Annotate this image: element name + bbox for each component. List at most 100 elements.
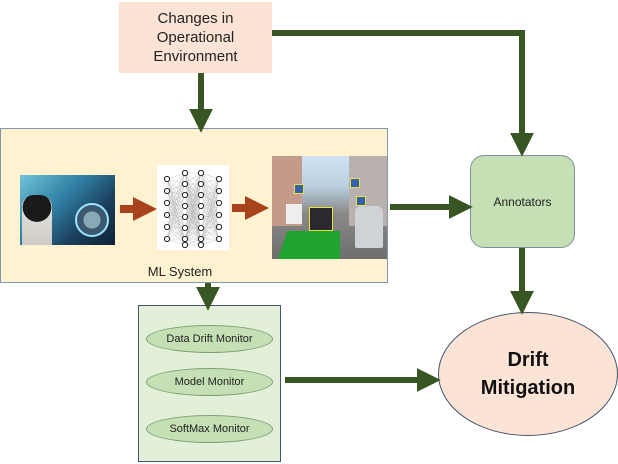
traffic-sign [356,196,366,206]
nn-neuron [197,241,205,249]
nn-neuron [181,202,189,210]
nn-connection [184,172,202,207]
nn-connection [166,194,186,204]
nn-connection [166,172,186,204]
nn-connection [200,214,220,240]
nn-connection [166,183,186,192]
nn-connection [166,214,186,229]
nn-connection [166,178,186,240]
nn-connection [200,172,220,204]
nn-neuron [181,224,189,232]
nn-connection [200,178,220,218]
neural-network-graphic [163,169,223,249]
annotators-label: Annotators [493,194,552,209]
nn-connection [166,216,186,240]
steering-wheel-hud [75,203,109,237]
nn-connection [200,202,220,246]
nn-connection [200,194,220,240]
nn-neuron [215,187,223,195]
nn-connection [166,178,186,207]
nn-connection [184,183,202,240]
traffic-sign [350,178,360,188]
nn-connection [200,190,220,240]
drivable-lane-overlay [278,231,340,259]
nn-neuron [181,180,189,188]
nn-neuron [215,211,223,219]
nn-connection [200,205,220,228]
nn-connection [184,227,202,246]
nn-neuron [181,213,189,221]
nn-neuron [197,213,205,221]
nn-connection [184,172,202,196]
nn-connection [184,194,202,240]
nn-connection [200,172,220,216]
nn-neuron [163,175,171,183]
nn-neuron [215,175,223,183]
nn-connection [166,202,186,229]
nn-connection [184,172,202,185]
arrow-env-to-annotators [272,30,534,157]
nn-connection [200,172,220,180]
nn-neuron [163,187,171,195]
operational-environment-label: Changes in Operational Environment [153,10,238,65]
nn-connection [166,172,186,216]
nn-connection [166,178,186,185]
nn-connection [200,178,220,246]
nn-neuron [197,235,205,243]
nn-connection [166,194,186,240]
nn-connection [166,190,186,218]
nn-connection [200,172,220,192]
nn-connection [200,216,220,240]
nn-connection [200,178,220,185]
nn-connection [166,202,186,218]
nn-connection [200,227,220,240]
nn-connection [166,178,186,218]
nn-neuron [197,202,205,210]
nn-connection [184,172,202,229]
operational-environment-node: Changes in Operational Environment [119,2,272,73]
annotators-node: Annotators [470,155,575,248]
nn-connection [200,172,220,228]
nn-neuron [181,235,189,243]
van [286,204,302,224]
nn-connection [184,172,202,218]
nn-connection [200,216,220,228]
nn-connection [166,178,186,196]
nn-neuron [181,191,189,199]
driver-car-image [20,175,115,245]
drift-mitigation-node: Drift Mitigation [438,312,618,436]
nn-connection [166,178,186,229]
nn-connection [200,190,220,246]
nn-connection [200,202,220,218]
model-monitor-node: Model Monitor [146,368,273,396]
nn-neuron [197,224,205,232]
nn-neuron [215,199,223,207]
nn-connection [200,226,220,240]
nn-connection [166,190,186,207]
nn-connection [166,216,186,228]
neural-network-image [157,165,229,250]
nn-connection [200,178,220,207]
nn-connection [200,194,220,216]
nn-connection [200,205,220,216]
nn-connection [166,172,186,180]
nn-connection [200,202,220,240]
nn-neuron [197,191,205,199]
nn-connection [200,238,220,246]
nn-connection [166,238,186,246]
parked-car [355,206,383,248]
nn-connection [200,226,220,246]
nn-connection [200,194,220,204]
nn-connection [200,194,220,228]
traffic-sign [294,184,304,194]
nn-connection [166,205,186,240]
driver-figure [22,195,52,245]
softmax-monitor-node: SoftMax Monitor [146,415,273,443]
detected-car [309,207,333,231]
drift-mitigation-label: Drift Mitigation [480,349,576,399]
nn-connection [200,190,220,207]
nn-connection [200,214,220,246]
nn-neuron [163,211,171,219]
nn-neuron [215,235,223,243]
